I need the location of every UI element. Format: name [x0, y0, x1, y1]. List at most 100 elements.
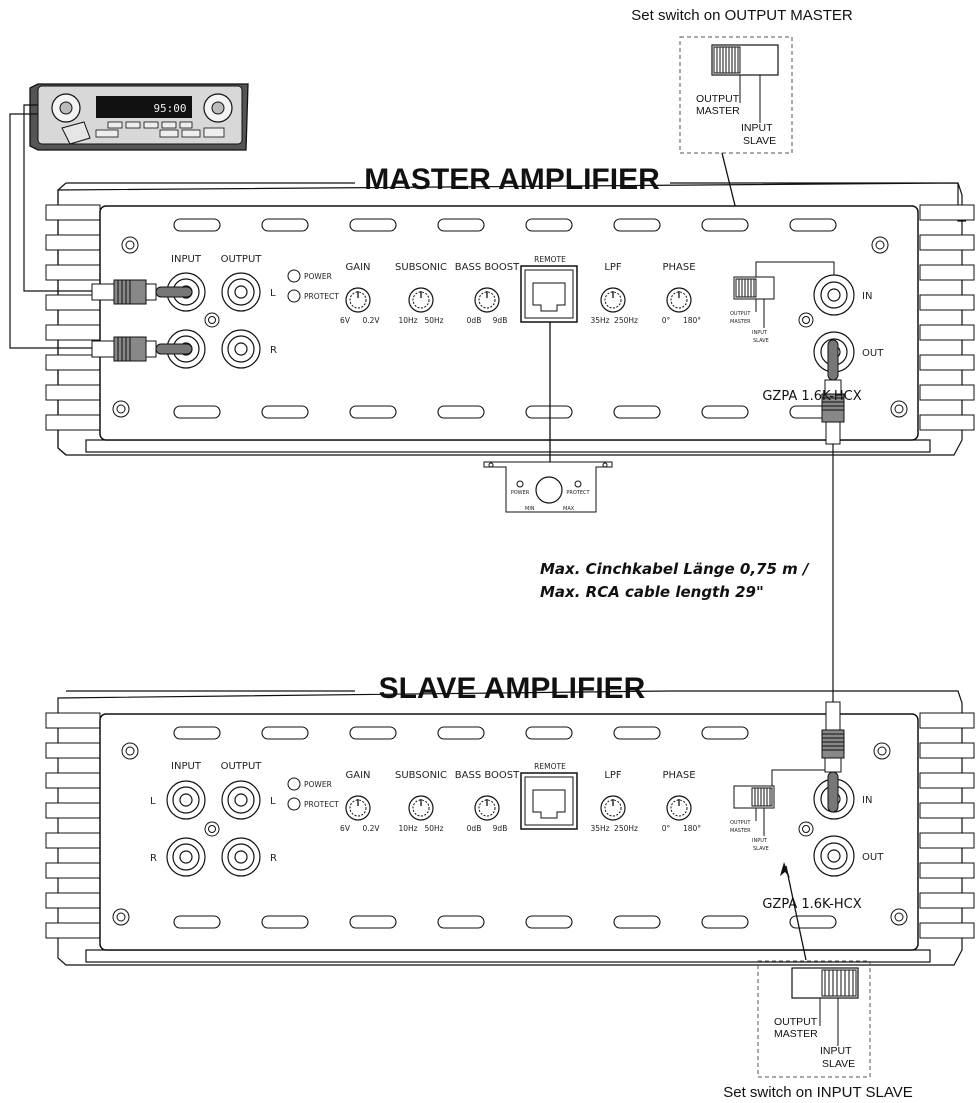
bottom-callout-input: INPUT — [820, 1045, 852, 1057]
master-sw-output: OUTPUT — [730, 311, 751, 317]
remote-protect: PROTECT — [566, 490, 590, 496]
master-knob-max: 0.2V — [362, 316, 380, 325]
slave-sw-input: INPUT — [752, 838, 768, 844]
slave-knob-min: 0° — [662, 824, 671, 833]
master-knob-max: 50Hz — [424, 316, 443, 325]
slave-sw-output: OUTPUT — [730, 820, 751, 826]
master-led-power: POWER — [304, 272, 332, 281]
slave-knob-max: 50Hz — [424, 824, 443, 833]
master-output-L: L — [270, 288, 276, 299]
master-knob-grip — [604, 291, 622, 309]
bottom-callout-output: OUTPUT — [774, 1016, 818, 1028]
bottom-callout-slave: SLAVE — [822, 1058, 855, 1070]
slave-knob-min: 6V — [340, 824, 351, 833]
master-sw-master: MASTER — [730, 319, 751, 325]
master-input-label: INPUT — [171, 254, 202, 265]
head-unit-display: 95:00 — [153, 102, 186, 115]
slave-knob-max: 0.2V — [362, 824, 380, 833]
master-knob-label: GAIN — [345, 262, 370, 273]
top-switch-callout: OUTPUT MASTER INPUT SLAVE — [679, 36, 793, 154]
top-callout-output: OUTPUT — [696, 93, 740, 105]
slave-knob-group: GAIN 6V 0.2V SUBSONIC 10Hz 50Hz BASS BOOST 0dB 9… — [340, 770, 701, 833]
master-sw-slave: SLAVE — [753, 338, 769, 344]
slave-model: GZPA 1.6K-HCX — [762, 897, 861, 912]
master-knob-max: 9dB — [493, 316, 508, 325]
slave-input-L: L — [150, 796, 156, 807]
slave-out-label: OUT — [862, 852, 884, 863]
slave-knob-label: SUBSONIC — [395, 770, 447, 781]
slave-output-label: OUTPUT — [221, 761, 263, 772]
master-knob-max: 180° — [683, 316, 701, 325]
master-title: MASTER AMPLIFIER — [364, 163, 660, 196]
master-knob-label: BASS BOOST — [455, 262, 520, 273]
slave-knob-grip — [349, 799, 367, 817]
top-callout-input: INPUT — [741, 122, 773, 134]
slave-sw-slave: SLAVE — [753, 846, 769, 852]
cable-note-line2: Max. RCA cable length 29" — [540, 583, 764, 601]
remote-min: MIN — [525, 506, 535, 512]
slave-title: SLAVE AMPLIFIER — [379, 672, 646, 705]
remote-level-control: POWER PROTECT MIN MAX — [483, 322, 613, 513]
remote-max: MAX — [563, 506, 575, 512]
slave-remote-label: REMOTE — [534, 762, 566, 771]
slave-knob-label: BASS BOOST — [455, 770, 520, 781]
slave-knob-min: 0dB — [467, 824, 482, 833]
master-knob-max: 250Hz — [614, 316, 638, 325]
slave-knob-max: 9dB — [493, 824, 508, 833]
master-knob-label: PHASE — [662, 262, 695, 273]
master-output-label: OUTPUT — [221, 254, 263, 265]
cable-note-line1: Max. Cinchkabel Länge 0,75 m / — [540, 560, 810, 578]
master-model: GZPA 1.6K-HCX — [762, 389, 861, 404]
master-knob-grip — [412, 291, 430, 309]
slave-led-protect: PROTECT — [304, 800, 339, 809]
master-knob-group: GAIN 6V 0.2V SUBSONIC 10Hz 50Hz BASS BOOST 0dB 9… — [340, 262, 701, 325]
master-in-label: IN — [862, 291, 872, 302]
master-led-protect: PROTECT — [304, 292, 339, 301]
slave-in-label: IN — [862, 795, 872, 806]
master-amplifier: MASTER AMPLIFIER — [45, 163, 975, 456]
master-knob-min: 6V — [340, 316, 351, 325]
slave-knob-grip — [478, 799, 496, 817]
master-output-R: R — [270, 345, 277, 356]
slave-amplifier: SLAVE AMPLIFIER — [45, 672, 975, 966]
slave-knob-label: LPF — [604, 770, 622, 781]
slave-knob-grip — [670, 799, 688, 817]
master-knob-min: 10Hz — [398, 316, 417, 325]
slave-led-power: POWER — [304, 780, 332, 789]
slave-knob-label: GAIN — [345, 770, 370, 781]
slave-knob-min: 35Hz — [590, 824, 609, 833]
bottom-callout-master: MASTER — [774, 1028, 818, 1040]
bottom-switch-callout: OUTPUT MASTER INPUT SLAVE — [757, 862, 871, 1078]
master-knob-min: 0dB — [467, 316, 482, 325]
master-knob-label: SUBSONIC — [395, 262, 447, 273]
slave-knob-grip — [604, 799, 622, 817]
master-knob-grip — [670, 291, 688, 309]
top-callout-master: MASTER — [696, 105, 740, 117]
slave-knob-label: PHASE — [662, 770, 695, 781]
master-remote-label: REMOTE — [534, 255, 566, 264]
slave-knob-min: 10Hz — [398, 824, 417, 833]
head-unit: 95:00 — [29, 83, 249, 151]
slave-output-L: L — [270, 796, 276, 807]
slave-input-label: INPUT — [171, 761, 202, 772]
master-input-plugs — [91, 279, 193, 362]
master-knob-grip — [478, 291, 496, 309]
slave-knob-grip — [412, 799, 430, 817]
slave-sw-master: MASTER — [730, 828, 751, 834]
master-knob-min: 35Hz — [590, 316, 609, 325]
bottom-note: Set switch on INPUT SLAVE — [723, 1084, 913, 1101]
master-out-label: OUT — [862, 348, 884, 359]
slave-knob-max: 180° — [683, 824, 701, 833]
top-callout-slave: SLAVE — [743, 135, 776, 147]
slave-input-R: R — [150, 853, 157, 864]
master-knob-label: LPF — [604, 262, 622, 273]
master-sw-input: INPUT — [752, 330, 768, 336]
master-knob-min: 0° — [662, 316, 671, 325]
master-knob-grip — [349, 291, 367, 309]
slave-output-R: R — [270, 853, 277, 864]
top-note: Set switch on OUTPUT MASTER — [631, 7, 853, 24]
slave-knob-max: 250Hz — [614, 824, 638, 833]
remote-power: POWER — [511, 490, 530, 496]
